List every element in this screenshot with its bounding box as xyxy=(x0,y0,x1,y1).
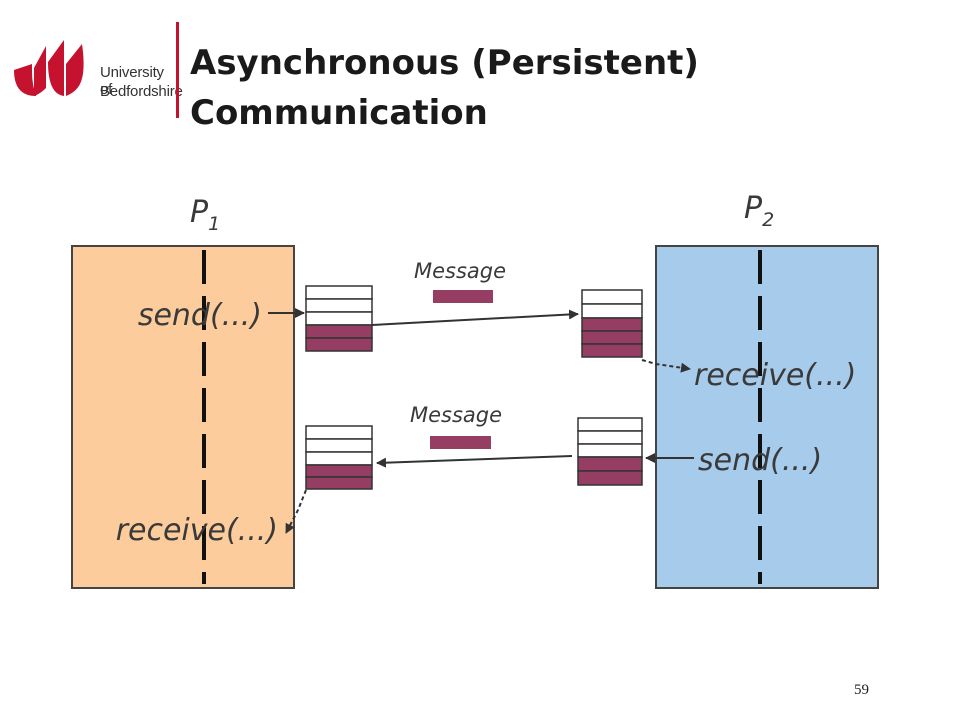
process-1-send-label: send(...) xyxy=(138,298,262,333)
process-2-send-label: send(...) xyxy=(698,443,822,478)
p1-to-p2-transfer-arrow xyxy=(371,309,579,326)
message-block-bottom xyxy=(430,436,491,449)
p1-send-queue xyxy=(305,285,373,352)
logo-text-line-2: Bedfordshire xyxy=(100,83,183,100)
message-label-top: Message xyxy=(414,259,506,283)
p2-receive-queue xyxy=(581,289,643,358)
process-1-label: P1 xyxy=(190,195,220,235)
message-label-bottom: Message xyxy=(410,403,502,427)
slide-title-line-2: Communication xyxy=(190,93,488,133)
university-logo: University of Bedfordshire xyxy=(10,28,183,108)
slide-title: Asynchronous (Persistent) Communication xyxy=(190,38,890,138)
p2-to-p1-transfer-arrow xyxy=(376,455,573,468)
logo-text-line-1: University of xyxy=(100,64,164,98)
process-2-box xyxy=(655,245,879,589)
message-block-top xyxy=(433,290,493,303)
p1-receive-arrow xyxy=(285,489,307,534)
p1-receive-queue xyxy=(305,425,373,490)
process-1-box xyxy=(71,245,295,589)
p2-receive-arrow xyxy=(641,359,691,373)
process-2-label: P2 xyxy=(744,191,774,231)
page-number: 59 xyxy=(854,682,869,698)
title-divider xyxy=(176,22,179,118)
p2-send-queue xyxy=(577,417,643,486)
process-1-receive-label: receive(...) xyxy=(116,513,278,548)
university-logo-icon xyxy=(14,40,84,96)
slide-title-line-1: Asynchronous (Persistent) xyxy=(190,43,699,83)
process-2-receive-label: receive(...) xyxy=(694,358,856,393)
